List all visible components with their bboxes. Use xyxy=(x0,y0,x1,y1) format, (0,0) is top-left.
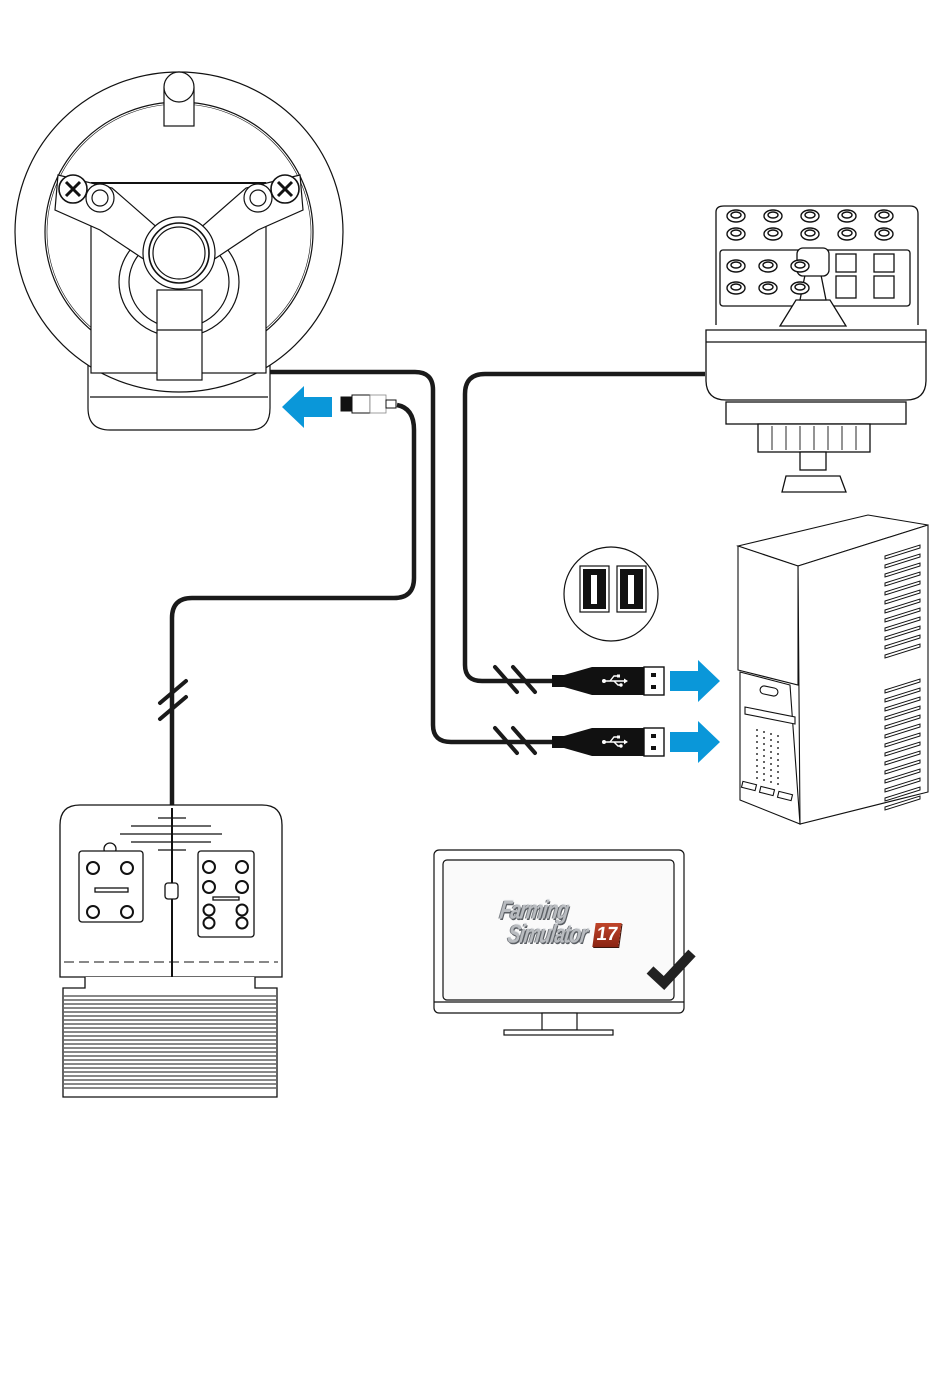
game-logo: Farming Simulator 17 xyxy=(498,895,638,955)
grille-hole xyxy=(756,735,758,737)
cable-sidepanel-to-pc xyxy=(465,374,705,681)
cable-pedals-to-wheel xyxy=(172,405,414,808)
panel-button-top xyxy=(731,262,741,268)
grille-hole xyxy=(770,769,772,771)
panel-button-top xyxy=(795,284,805,290)
grille-hole xyxy=(777,759,779,761)
pc-tower xyxy=(738,515,928,824)
grille-hole xyxy=(777,735,779,737)
grille-hole xyxy=(770,781,772,783)
grille-hole xyxy=(770,751,772,753)
grille-hole xyxy=(756,771,758,773)
panel-button-top xyxy=(842,212,852,218)
panel-button-top xyxy=(763,284,773,290)
grille-hole xyxy=(763,773,765,775)
grille-hole xyxy=(763,779,765,781)
panel-button-top xyxy=(763,262,773,268)
panel-button-top xyxy=(768,212,778,218)
grille-hole xyxy=(763,749,765,751)
grille-hole xyxy=(777,741,779,743)
grille-hole xyxy=(777,765,779,767)
grille-hole xyxy=(770,763,772,765)
grille-hole xyxy=(770,775,772,777)
pedals xyxy=(60,805,282,1097)
grille-hole xyxy=(770,745,772,747)
panel-button-top xyxy=(879,212,889,218)
arrow-right-icon xyxy=(670,660,720,702)
panel-button-top xyxy=(768,230,778,236)
grille-hole xyxy=(777,753,779,755)
usb-ports-icon xyxy=(564,547,658,641)
arrow-right-icon xyxy=(670,721,720,763)
grille-hole xyxy=(763,761,765,763)
arrow-left-icon xyxy=(282,386,332,428)
grille-hole xyxy=(770,733,772,735)
panel-button-top xyxy=(795,262,805,268)
grille-hole xyxy=(756,747,758,749)
steering-wheel xyxy=(15,72,343,430)
grille-hole xyxy=(763,755,765,757)
grille-hole xyxy=(756,729,758,731)
panel-button-top xyxy=(731,284,741,290)
cable-steering-to-pc xyxy=(268,372,552,742)
logo-line2: Simulator xyxy=(506,921,589,951)
grille-hole xyxy=(763,767,765,769)
mini-connector-icon xyxy=(341,395,396,413)
usb-plug-icon xyxy=(552,667,664,695)
grille-hole xyxy=(777,783,779,785)
logo-badge: 17 xyxy=(592,923,621,947)
grille-hole xyxy=(777,771,779,773)
panel-button-top xyxy=(731,212,741,218)
panel-button-top xyxy=(805,212,815,218)
usb-plug-icon xyxy=(552,728,664,756)
grille-hole xyxy=(756,759,758,761)
side-panel xyxy=(706,206,926,492)
grille-hole xyxy=(763,737,765,739)
grille-hole xyxy=(770,739,772,741)
panel-button-top xyxy=(842,230,852,236)
grille-hole xyxy=(777,747,779,749)
grille-hole xyxy=(770,757,772,759)
grille-hole xyxy=(763,743,765,745)
panel-button-top xyxy=(879,230,889,236)
grille-hole xyxy=(756,741,758,743)
grille-hole xyxy=(756,765,758,767)
grille-hole xyxy=(777,777,779,779)
grille-hole xyxy=(756,777,758,779)
panel-button-top xyxy=(805,230,815,236)
grille-hole xyxy=(763,731,765,733)
grille-hole xyxy=(756,753,758,755)
panel-button-top xyxy=(731,230,741,236)
